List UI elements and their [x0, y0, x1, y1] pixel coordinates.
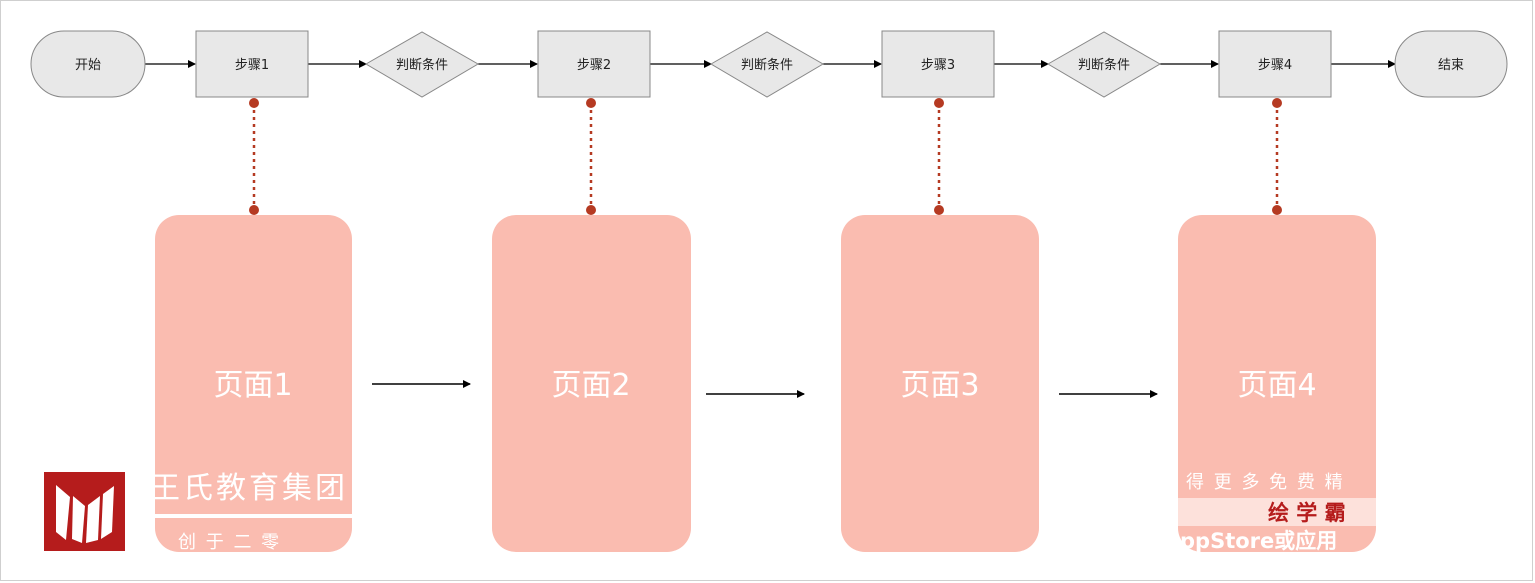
page-card-3: 页面3: [841, 215, 1039, 552]
page-label-3: 页面3: [900, 368, 979, 403]
watermark-left-subtitle: 创 于 二 零: [178, 532, 281, 553]
watermark-left-divider: [155, 514, 352, 518]
start-label: 开始: [75, 58, 101, 73]
page-label-1: 页面1: [213, 368, 292, 403]
condition-label-3: 判断条件: [1078, 57, 1130, 73]
step-label-2: 步骤2: [577, 58, 611, 73]
watermark-right-line2: 绘 学 霸: [1268, 501, 1346, 525]
connector-dot-top-1: [249, 98, 259, 108]
page-arrows: [372, 380, 1158, 398]
watermark-right-band: [1178, 498, 1490, 526]
watermark-right: 得 更 多 免 费 精 绘 学 霸 ppStore或应用: [1178, 472, 1490, 553]
connector-dot-top-4: [1272, 98, 1282, 108]
watermark-right-line1: 得 更 多 免 费 精: [1186, 472, 1345, 493]
condition-label-2: 判断条件: [741, 57, 793, 73]
condition-node-1: 判断条件: [365, 31, 479, 98]
page-label-2: 页面2: [551, 368, 630, 403]
step-node-2: 步骤2: [537, 30, 651, 98]
connector-dot-bottom-1: [249, 205, 259, 215]
watermark-left-title: 王氏教育集团: [150, 471, 348, 506]
connector-dots: [249, 98, 1282, 215]
step-page-connectors: [252, 103, 1279, 210]
end-label: 结束: [1438, 58, 1464, 73]
step-node-1: 步骤1: [195, 30, 309, 98]
end-node: 结束: [1394, 30, 1508, 98]
watermark-right-line3: ppStore或应用: [1180, 529, 1337, 553]
step-node-3: 步骤3: [881, 30, 995, 98]
step-label-4: 步骤4: [1258, 58, 1292, 73]
step-label-1: 步骤1: [235, 58, 269, 73]
condition-label-1: 判断条件: [396, 57, 448, 73]
connector-dot-bottom-3: [934, 205, 944, 215]
condition-node-3: 判断条件: [1047, 31, 1161, 98]
condition-node-2: 判断条件: [710, 31, 824, 98]
page-card-1: 页面1: [155, 215, 352, 552]
page-card-2: 页面2: [492, 215, 691, 552]
connector-dot-bottom-2: [586, 205, 596, 215]
page-card-4: 页面4: [1178, 215, 1376, 552]
connector-dot-top-3: [934, 98, 944, 108]
watermark-logo: [44, 472, 125, 551]
step-node-4: 步骤4: [1218, 30, 1332, 98]
start-node: 开始: [30, 30, 146, 98]
connector-dot-top-2: [586, 98, 596, 108]
watermark-left: 王氏教育集团 创 于 二 零: [44, 471, 352, 553]
page-label-4: 页面4: [1237, 368, 1316, 403]
connector-dot-bottom-4: [1272, 205, 1282, 215]
step-label-3: 步骤3: [921, 58, 955, 73]
